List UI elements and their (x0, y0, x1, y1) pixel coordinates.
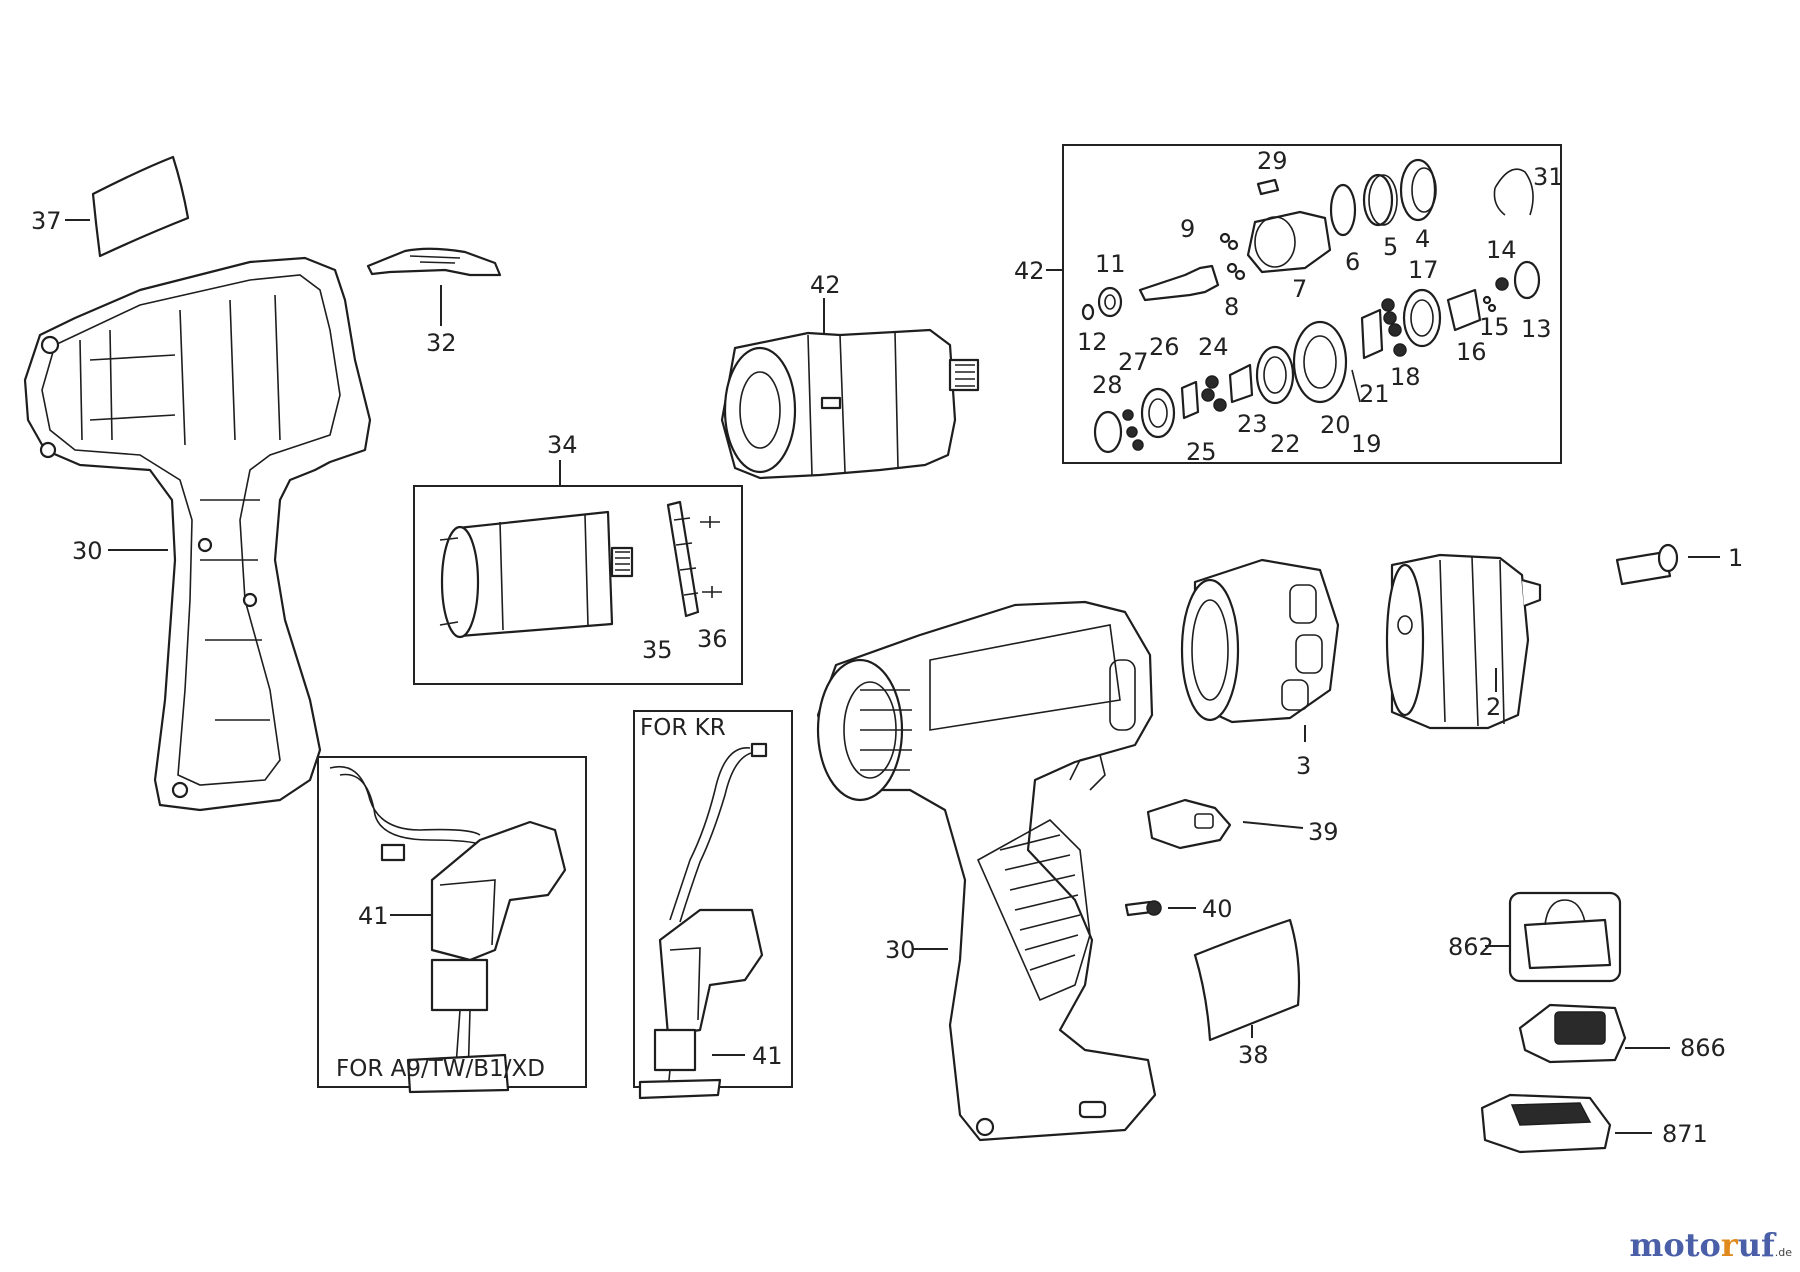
callout-41-kr: 41 (752, 1042, 783, 1070)
callout-871: 871 (1662, 1120, 1708, 1148)
callout-6: 6 (1345, 248, 1360, 276)
callout-26: 26 (1149, 333, 1180, 361)
callout-16: 16 (1456, 338, 1487, 366)
callout-30-left: 30 (72, 537, 103, 565)
part-41-switch-a9 (329, 766, 567, 1094)
callout-40: 40 (1202, 895, 1233, 923)
part-38-label-sheet (1193, 918, 1301, 1042)
callout-23: 23 (1237, 410, 1268, 438)
callout-3: 3 (1296, 752, 1311, 780)
callout-21: 21 (1359, 380, 1390, 408)
callout-1: 1 (1728, 544, 1743, 572)
watermark-part-1: moto (1629, 1226, 1721, 1264)
part-39-direction-switch (1146, 798, 1232, 850)
part-871-charger (1480, 1093, 1612, 1154)
callout-37: 37 (31, 207, 62, 235)
part-41-switch-kr (638, 742, 768, 1100)
callout-38: 38 (1238, 1041, 1269, 1069)
callout-41-a9: 41 (358, 902, 389, 930)
watermark-part-2: r (1720, 1226, 1738, 1264)
callout-15: 15 (1479, 313, 1510, 341)
part-30-assembled-housing (816, 600, 1157, 1142)
motor-inset-box (413, 485, 743, 685)
callout-28: 28 (1092, 371, 1123, 399)
callout-27: 27 (1118, 348, 1149, 376)
callout-42-box: 42 (1014, 257, 1045, 285)
callout-36: 36 (697, 625, 728, 653)
callout-20: 20 (1320, 411, 1351, 439)
callout-14: 14 (1486, 236, 1517, 264)
part-42-gearbox (720, 328, 980, 480)
callout-25: 25 (1186, 438, 1217, 466)
callout-22: 22 (1270, 430, 1301, 458)
callout-39: 39 (1308, 818, 1339, 846)
caption-for-a9-tw-b1-xd: FOR A9/TW/B1/XD (336, 1056, 545, 1082)
callout-12: 12 (1077, 328, 1108, 356)
part-40-screw (1124, 900, 1162, 917)
callout-34: 34 (547, 431, 578, 459)
callout-42-center: 42 (810, 271, 841, 299)
part-3-torque-collar (1180, 558, 1340, 724)
callout-17: 17 (1408, 256, 1439, 284)
part-32-slider (366, 247, 502, 277)
caption-for-kr: FOR KR (640, 715, 726, 741)
watermark-part-3: uf (1737, 1226, 1775, 1264)
callout-11: 11 (1095, 250, 1126, 278)
part-866-battery (1518, 1003, 1627, 1064)
watermark-logo: motoruf.de (1630, 1226, 1792, 1264)
part-35-motor-plate (666, 500, 700, 618)
gearbox-exploded-parts (1081, 158, 1541, 454)
callout-4: 4 (1415, 225, 1430, 253)
callout-18: 18 (1390, 363, 1421, 391)
callout-866: 866 (1680, 1034, 1726, 1062)
callout-862: 862 (1448, 933, 1494, 961)
callout-24: 24 (1198, 333, 1229, 361)
callout-32: 32 (426, 329, 457, 357)
part-34-motor (439, 510, 634, 639)
part-37-label-sheet (91, 155, 190, 258)
part-30-left-housing (23, 256, 372, 812)
callout-5: 5 (1383, 233, 1398, 261)
callout-29: 29 (1257, 147, 1288, 175)
callout-13: 13 (1521, 315, 1552, 343)
callout-35: 35 (642, 636, 673, 664)
callout-30-right: 30 (885, 936, 916, 964)
callout-2: 2 (1486, 693, 1501, 721)
part-1-chuck-screw (1615, 543, 1679, 586)
part-2-chuck (1385, 553, 1542, 730)
callout-31: 31 (1533, 163, 1564, 191)
callout-19: 19 (1351, 430, 1382, 458)
watermark-tld: .de (1774, 1246, 1792, 1259)
part-36-screws (700, 516, 722, 598)
callout-9: 9 (1180, 215, 1195, 243)
gearbox-exploded-box (1062, 144, 1562, 464)
part-862-tool-bag (1523, 899, 1612, 970)
callout-7: 7 (1292, 275, 1307, 303)
callout-8: 8 (1224, 293, 1239, 321)
